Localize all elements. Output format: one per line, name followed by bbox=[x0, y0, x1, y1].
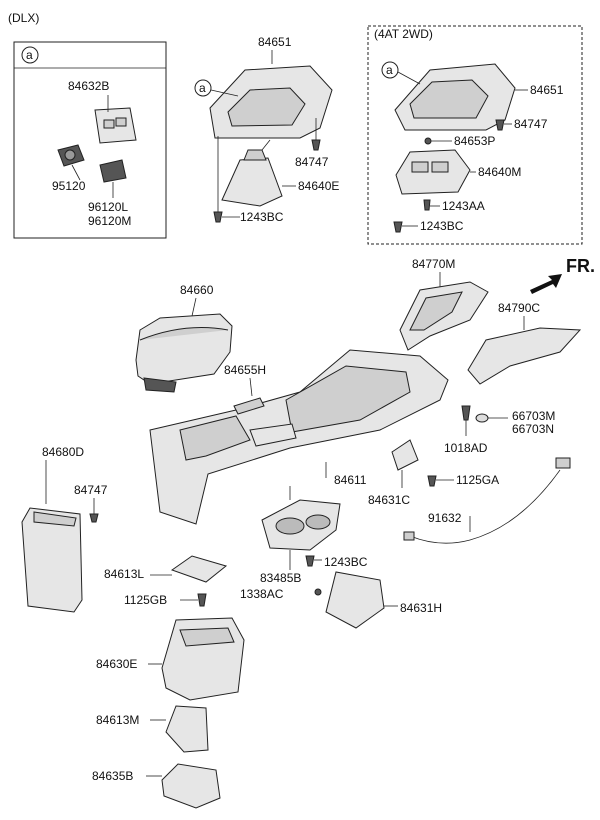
label-1125GB: 1125GB bbox=[124, 593, 167, 607]
label-91632: 91632 bbox=[428, 511, 462, 525]
callout-a-mid bbox=[194, 79, 212, 97]
bracket-84635B bbox=[161, 763, 221, 809]
label-84630E: 84630E bbox=[96, 657, 137, 671]
label-1243BC-mid: 1243BC bbox=[240, 210, 284, 224]
label-84651-right: 84651 bbox=[530, 83, 564, 97]
label-84680D: 84680D bbox=[42, 445, 84, 459]
dlx-variant-label: (DLX) bbox=[8, 11, 39, 25]
label-84640E: 84640E bbox=[298, 179, 339, 193]
label-66703N: 66703N bbox=[512, 422, 554, 436]
label-84747-right: 84747 bbox=[514, 117, 548, 131]
bracket-84613M bbox=[165, 705, 209, 753]
label-84747-left: 84747 bbox=[74, 483, 108, 497]
label-66703M: 66703M bbox=[512, 409, 555, 423]
label-1125GA: 1125GA bbox=[456, 473, 499, 487]
label-84613L: 84613L bbox=[104, 567, 144, 581]
bracket-84631C bbox=[391, 439, 419, 471]
front-arrow-icon bbox=[530, 274, 562, 294]
callout-a-right-text: a bbox=[386, 63, 393, 77]
front-direction-label: FR. bbox=[566, 256, 595, 276]
dlx-detail-box bbox=[13, 41, 167, 239]
label-84631H: 84631H bbox=[400, 601, 442, 615]
label-84613M: 84613M bbox=[96, 713, 139, 727]
callout-a-mid-text: a bbox=[199, 81, 206, 95]
label-1018AD: 1018AD bbox=[444, 441, 488, 455]
label-84632B: 84632B bbox=[68, 79, 109, 93]
boot-84640E bbox=[221, 157, 283, 207]
label-1243BC-low: 1243BC bbox=[324, 555, 368, 569]
label-96120L: 96120L bbox=[88, 200, 128, 214]
mat-84613L bbox=[170, 555, 228, 583]
label-95120: 95120 bbox=[52, 179, 86, 193]
label-84631C: 84631C bbox=[368, 493, 410, 507]
4at-detail-box bbox=[367, 25, 583, 245]
callout-a-dlx-text: a bbox=[26, 48, 33, 62]
cable-91632 bbox=[409, 469, 561, 544]
label-84790C: 84790C bbox=[498, 301, 540, 315]
4at-variant-label: (4AT 2WD) bbox=[374, 27, 433, 41]
callout-a-dlx bbox=[21, 46, 39, 64]
label-83485B: 83485B bbox=[260, 571, 301, 585]
callout-a-right bbox=[381, 61, 399, 79]
label-84747-mid: 84747 bbox=[295, 155, 329, 169]
side-panel-84680D bbox=[21, 507, 83, 613]
label-84651-mid: 84651 bbox=[258, 35, 292, 49]
armrest-84660 bbox=[135, 313, 233, 385]
label-1338AC: 1338AC bbox=[240, 587, 284, 601]
label-1243AA: 1243AA bbox=[442, 199, 485, 213]
blank-cap-84655H bbox=[233, 397, 265, 415]
label-84655H: 84655H bbox=[224, 363, 266, 377]
label-1243BC-right: 1243BC bbox=[420, 219, 464, 233]
label-84770M: 84770M bbox=[412, 257, 455, 271]
bracket-84631H bbox=[325, 571, 385, 629]
label-84640M: 84640M bbox=[478, 165, 521, 179]
label-84611: 84611 bbox=[334, 473, 367, 487]
side-cover-84790C bbox=[467, 327, 582, 385]
label-84653P: 84653P bbox=[454, 134, 495, 148]
label-84660: 84660 bbox=[180, 283, 214, 297]
aux-jack bbox=[99, 159, 127, 183]
label-84635B: 84635B bbox=[92, 769, 133, 783]
label-96120M: 96120M bbox=[88, 214, 131, 228]
